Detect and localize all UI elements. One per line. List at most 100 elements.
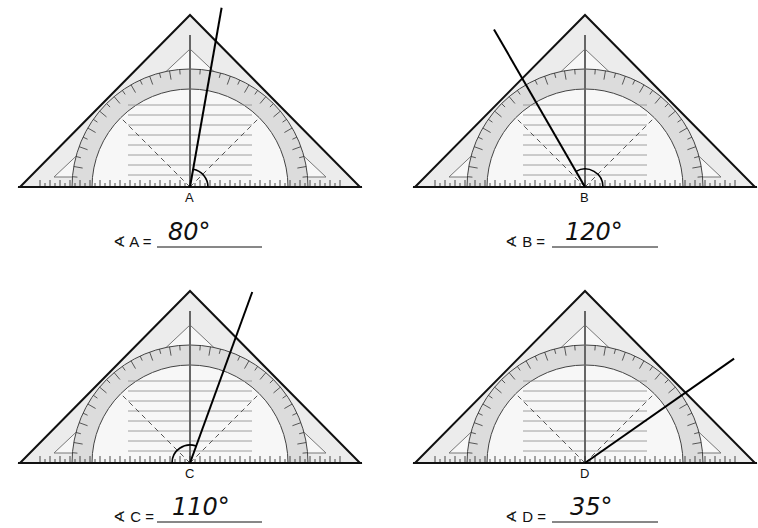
degree-tick: [100, 387, 107, 393]
degree-tick: [467, 176, 472, 177]
ruler-tick: [170, 456, 171, 463]
degree-tick: [604, 347, 606, 356]
set-square-outline: [20, 291, 360, 463]
degree-tick: [478, 413, 483, 415]
degree-tick: [179, 69, 180, 74]
degree-tick: [655, 373, 661, 380]
degree-tick: [107, 104, 111, 108]
degree-tick: [273, 111, 280, 117]
degree-tick: [650, 90, 653, 94]
degree-tick: [209, 347, 211, 356]
degree-tick: [678, 119, 682, 122]
degree-tick: [622, 76, 625, 84]
ruler-tick: [60, 180, 61, 187]
handwritten-answer: 80°: [168, 220, 211, 244]
degree-tick: [114, 97, 120, 104]
degree-tick: [292, 137, 297, 139]
ruler-tick: [250, 180, 251, 187]
degree-tick: [495, 111, 502, 117]
degree-tick: [526, 361, 531, 369]
ruler-tick: [130, 180, 131, 187]
ruler-tick: [40, 456, 41, 463]
degree-tick: [622, 352, 625, 360]
ruler-tick: [615, 180, 616, 187]
degree-tick: [679, 404, 687, 409]
degree-tick: [655, 97, 661, 104]
ruler-tick: [110, 180, 111, 187]
ruler-tick: [485, 456, 486, 463]
degree-tick: [665, 104, 669, 108]
ruler-tick: [675, 180, 676, 187]
degree-tick: [509, 373, 515, 380]
ruler-tick: [280, 180, 281, 187]
ruler-tick: [140, 180, 141, 187]
ruler-tick: [40, 180, 41, 187]
degree-tick: [633, 356, 635, 361]
degree-tick: [665, 380, 669, 384]
degree-tick: [260, 97, 266, 104]
degree-tick: [83, 137, 88, 139]
ruler-tick: [695, 456, 696, 463]
ruler-tick: [635, 180, 636, 187]
degree-tick: [284, 128, 292, 133]
degree-tick: [668, 387, 675, 393]
degree-tick: [299, 432, 304, 433]
degree-tick: [292, 147, 300, 150]
degree-tick: [114, 373, 120, 380]
ruler-tick: [200, 180, 201, 187]
degree-tick: [79, 423, 87, 426]
degree-tick: [687, 147, 695, 150]
ruler-tick: [495, 456, 496, 463]
ruler-tick: [210, 180, 211, 187]
angle-equation: ∢ D =: [505, 509, 546, 524]
ruler-tick: [545, 456, 546, 463]
degree-tick: [535, 80, 537, 85]
degree-tick: [502, 380, 506, 384]
degree-tick: [488, 119, 492, 122]
ruler-tick: [300, 180, 301, 187]
degree-tick: [604, 71, 606, 80]
degree-tick: [159, 73, 160, 78]
vertex-label: B: [580, 191, 589, 204]
degree-tick: [614, 73, 615, 78]
degree-tick: [245, 85, 250, 93]
ruler-tick: [300, 456, 301, 463]
answer-line: [157, 522, 262, 523]
center-line: [189, 311, 191, 463]
degree-tick: [687, 423, 695, 426]
ruler-tick: [675, 456, 676, 463]
degree-tick: [140, 356, 142, 361]
center-line: [584, 311, 586, 463]
angle-arc: [576, 169, 603, 187]
degree-tick: [199, 345, 200, 350]
dashed-line: [585, 395, 653, 463]
ruler-tick: [665, 180, 666, 187]
degree-tick: [303, 452, 308, 453]
degree-tick: [668, 111, 675, 117]
ruler-tick: [505, 180, 506, 187]
degree-tick: [483, 404, 491, 409]
degree-tick: [122, 90, 125, 94]
degree-tick: [554, 349, 555, 354]
dashed-line: [585, 119, 653, 187]
degree-tick: [284, 404, 292, 409]
ruler-tick: [485, 180, 486, 187]
degree-tick: [694, 156, 699, 157]
degree-tick: [565, 347, 567, 356]
ruler-tick: [160, 180, 161, 187]
degree-tick: [131, 361, 136, 369]
angle-arm: [190, 292, 252, 463]
degree-tick: [574, 345, 575, 350]
vertex-label: D: [580, 467, 589, 480]
degree-tick: [76, 432, 81, 433]
ruler-tick: [645, 180, 646, 187]
degree-tick: [297, 443, 306, 445]
angle-equation: ∢ C =: [113, 509, 154, 524]
ruler-tick: [725, 180, 726, 187]
degree-tick: [88, 128, 96, 133]
ruler-tick: [200, 456, 201, 463]
ruler-tick: [455, 456, 456, 463]
ruler-tick: [605, 456, 606, 463]
ruler-tick: [475, 456, 476, 463]
